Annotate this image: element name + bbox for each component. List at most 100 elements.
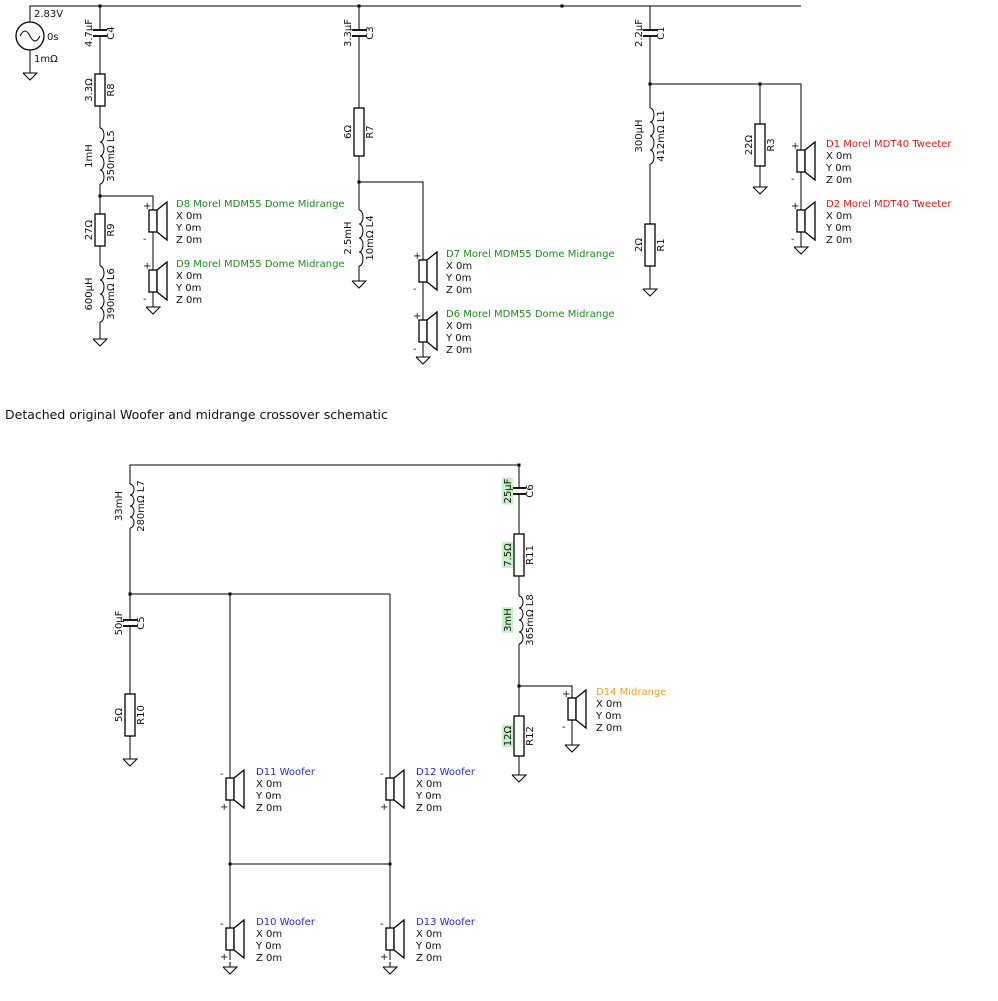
speaker-label: D12 Woofer: [416, 767, 476, 778]
speaker-coord: X 0m: [826, 211, 852, 222]
plus-sign: +: [143, 201, 151, 212]
junction-dot: [648, 82, 652, 86]
minus-sign: -: [220, 919, 224, 930]
speaker-cone: [233, 918, 245, 960]
capacitor-name: C6: [525, 484, 536, 497]
value-highlight: [502, 542, 513, 568]
speaker-magnet: [385, 927, 395, 951]
capacitor-value: 3.3µF: [343, 19, 354, 47]
resistor-value: 27Ω: [84, 219, 95, 240]
speaker-magnet: [148, 269, 158, 293]
speaker-label: D8 Morel MDM55 Dome Midrange: [176, 199, 345, 210]
speaker-label: D1 Morel MDT40 Tweeter: [826, 139, 952, 150]
ground-symbol: [22, 68, 39, 81]
resistor-r3: R3 22Ω: [744, 123, 777, 167]
speaker-label: D14 Midrange: [596, 687, 666, 698]
value-highlight: [502, 724, 513, 748]
resistor-name: R3: [766, 138, 777, 151]
resistor-name: R8: [106, 83, 117, 96]
speaker-coord: Y 0m: [175, 283, 201, 294]
resistor-r10: R10 5Ω: [114, 693, 147, 737]
resistor-name: R12: [525, 726, 536, 746]
plus-sign: +: [143, 261, 151, 272]
inductor-l4: 10mΩ L42.5mH: [343, 209, 376, 267]
junction-dot: [98, 194, 102, 198]
speaker-magnet: [385, 777, 395, 801]
junction-dot: [517, 684, 521, 688]
minus-sign: -: [143, 234, 147, 245]
wires: [29, 4, 802, 918]
ground-symbol: [145, 302, 162, 315]
ground-symbol: [511, 770, 528, 783]
speaker-coord: X 0m: [826, 151, 852, 162]
ground-symbol: [351, 276, 368, 289]
minus-sign: -: [791, 234, 795, 245]
inductor-name: 412mΩ L1: [656, 110, 667, 162]
resistor-r1: R1 2Ω: [634, 223, 667, 267]
speaker-coord: X 0m: [256, 929, 282, 940]
junction-dot: [517, 463, 521, 467]
plus-sign: +: [380, 802, 388, 813]
ground-symbol: [752, 182, 769, 195]
ground-symbol: [382, 962, 399, 975]
inductor-name: 365mΩ L8: [525, 594, 536, 646]
speaker-coord: X 0m: [256, 779, 282, 790]
speaker-coord: Z 0m: [416, 803, 442, 814]
labels: Detached original Woofer and midrange cr…: [5, 407, 388, 422]
resistor-name: R10: [136, 705, 147, 725]
inductor-value: 33mH: [114, 491, 125, 521]
value-highlight: [502, 607, 513, 633]
speaker-magnet: [418, 259, 428, 283]
speaker-coord: Y 0m: [825, 223, 851, 234]
speaker-coord: X 0m: [416, 929, 442, 940]
capacitor-name: C4: [106, 26, 117, 39]
ground-symbol: [122, 754, 139, 767]
source-delay: 0s: [47, 32, 59, 43]
capacitor-c1: C12.2µF: [634, 19, 667, 47]
speaker-coord: X 0m: [446, 321, 472, 332]
speaker-coord: X 0m: [596, 699, 622, 710]
resistor-name: R7: [365, 125, 376, 138]
plus-sign: +: [380, 952, 388, 963]
speaker-label: D2 Morel MDT40 Tweeter: [826, 199, 952, 210]
ground-symbol: [564, 740, 581, 753]
plus-sign: +: [791, 201, 799, 212]
speaker-magnet: [225, 927, 235, 951]
speaker-cone: [156, 200, 168, 242]
plus-sign: +: [220, 952, 228, 963]
speaker-coord: Y 0m: [445, 273, 471, 284]
inductor-name: 10mΩ L4: [365, 215, 376, 260]
speaker-magnet: [796, 209, 806, 233]
capacitor-name: C1: [656, 26, 667, 39]
resistor-value: 12Ω: [503, 725, 514, 746]
resistor-value: 2Ω: [634, 238, 645, 252]
wire: [129, 464, 520, 484]
speaker-cone: [426, 250, 438, 292]
wire: [229, 810, 390, 865]
speaker-coord: Y 0m: [445, 333, 471, 344]
resistor-name: R1: [656, 238, 667, 251]
capacitor-c3: C33.3µF: [343, 19, 376, 47]
section-title: Detached original Woofer and midrange cr…: [5, 407, 388, 422]
resistor-value: 5Ω: [114, 708, 125, 722]
resistor-value: 22Ω: [744, 134, 755, 155]
plus-sign: +: [791, 141, 799, 152]
speaker-coord: Z 0m: [446, 285, 472, 296]
speaker-label: D13 Woofer: [416, 917, 476, 928]
speaker-coord: X 0m: [446, 261, 472, 272]
inductor-value: 300µH: [634, 120, 645, 153]
speaker-coord: Z 0m: [446, 345, 472, 356]
speaker-coord: Y 0m: [415, 941, 441, 952]
speaker-magnet: [225, 777, 235, 801]
speaker-cone: [393, 918, 405, 960]
inductor-name: 390mΩ L6: [106, 268, 117, 320]
